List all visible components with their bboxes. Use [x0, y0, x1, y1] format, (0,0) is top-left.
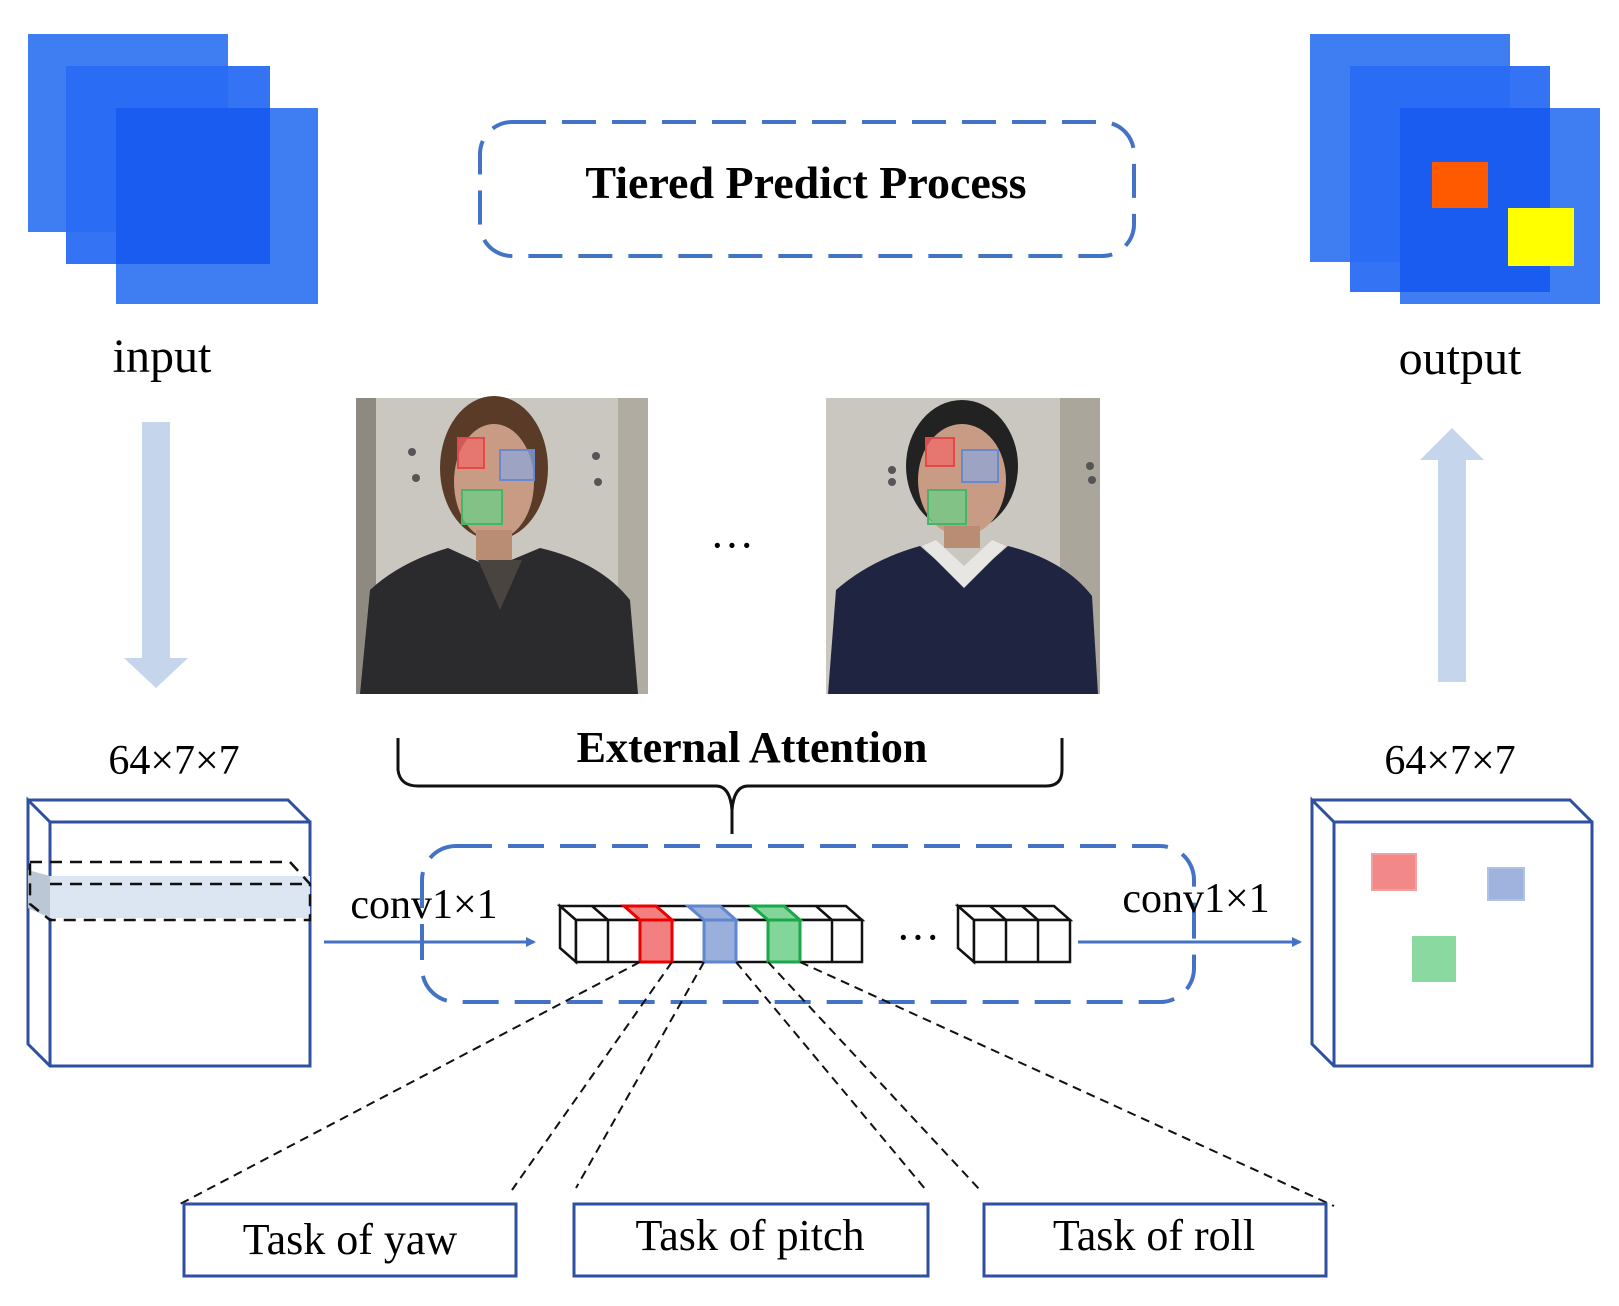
input-feature-cube [26, 796, 312, 1068]
token-blue [684, 904, 740, 964]
task-connector-lines [179, 961, 1335, 1207]
token-red [620, 904, 676, 964]
face-2-attention-boxes [925, 437, 999, 525]
right-conv-label: conv1×1 [1122, 876, 1269, 922]
input-label: input [113, 330, 212, 383]
input-feature-stack [28, 34, 318, 304]
output-feature-cube [1310, 796, 1594, 1068]
title-dashed-box [478, 120, 1136, 258]
face-image-2 [826, 398, 1100, 694]
task-yaw-label: Task of yaw [243, 1215, 458, 1264]
input-down-arrow [124, 422, 188, 688]
output-yellow-mark [1508, 208, 1574, 266]
token-row-right [954, 903, 1074, 965]
output-feature-stack [1310, 34, 1600, 304]
token-green [748, 904, 804, 964]
output-green-region [1412, 936, 1456, 982]
title: Tiered Predict Process [585, 157, 1026, 208]
task-box-roll: Task of roll [982, 1202, 1328, 1278]
right-dims-label: 64×7×7 [1384, 738, 1515, 784]
task-roll-label: Task of roll [1053, 1211, 1255, 1260]
attention-module-dashed-box [420, 844, 1196, 1004]
output-blue-region [1487, 867, 1525, 901]
task-pitch-label: Task of pitch [635, 1211, 864, 1260]
attention-brace [396, 738, 1064, 834]
left-conv-label: conv1×1 [350, 882, 497, 928]
face-1-attention-boxes [457, 437, 535, 525]
token-ellipsis: ··· [896, 913, 940, 962]
output-red-mark [1432, 162, 1488, 208]
photo-ellipsis: ··· [710, 521, 754, 570]
attention-label: External Attention [577, 723, 928, 772]
output-label: output [1399, 332, 1522, 385]
output-red-region [1371, 853, 1417, 891]
output-up-arrow [1420, 428, 1484, 682]
left-dims-label: 64×7×7 [108, 738, 239, 784]
face-image-1 [356, 396, 648, 694]
task-box-yaw: Task of yaw [182, 1202, 518, 1278]
task-box-pitch: Task of pitch [572, 1202, 930, 1278]
